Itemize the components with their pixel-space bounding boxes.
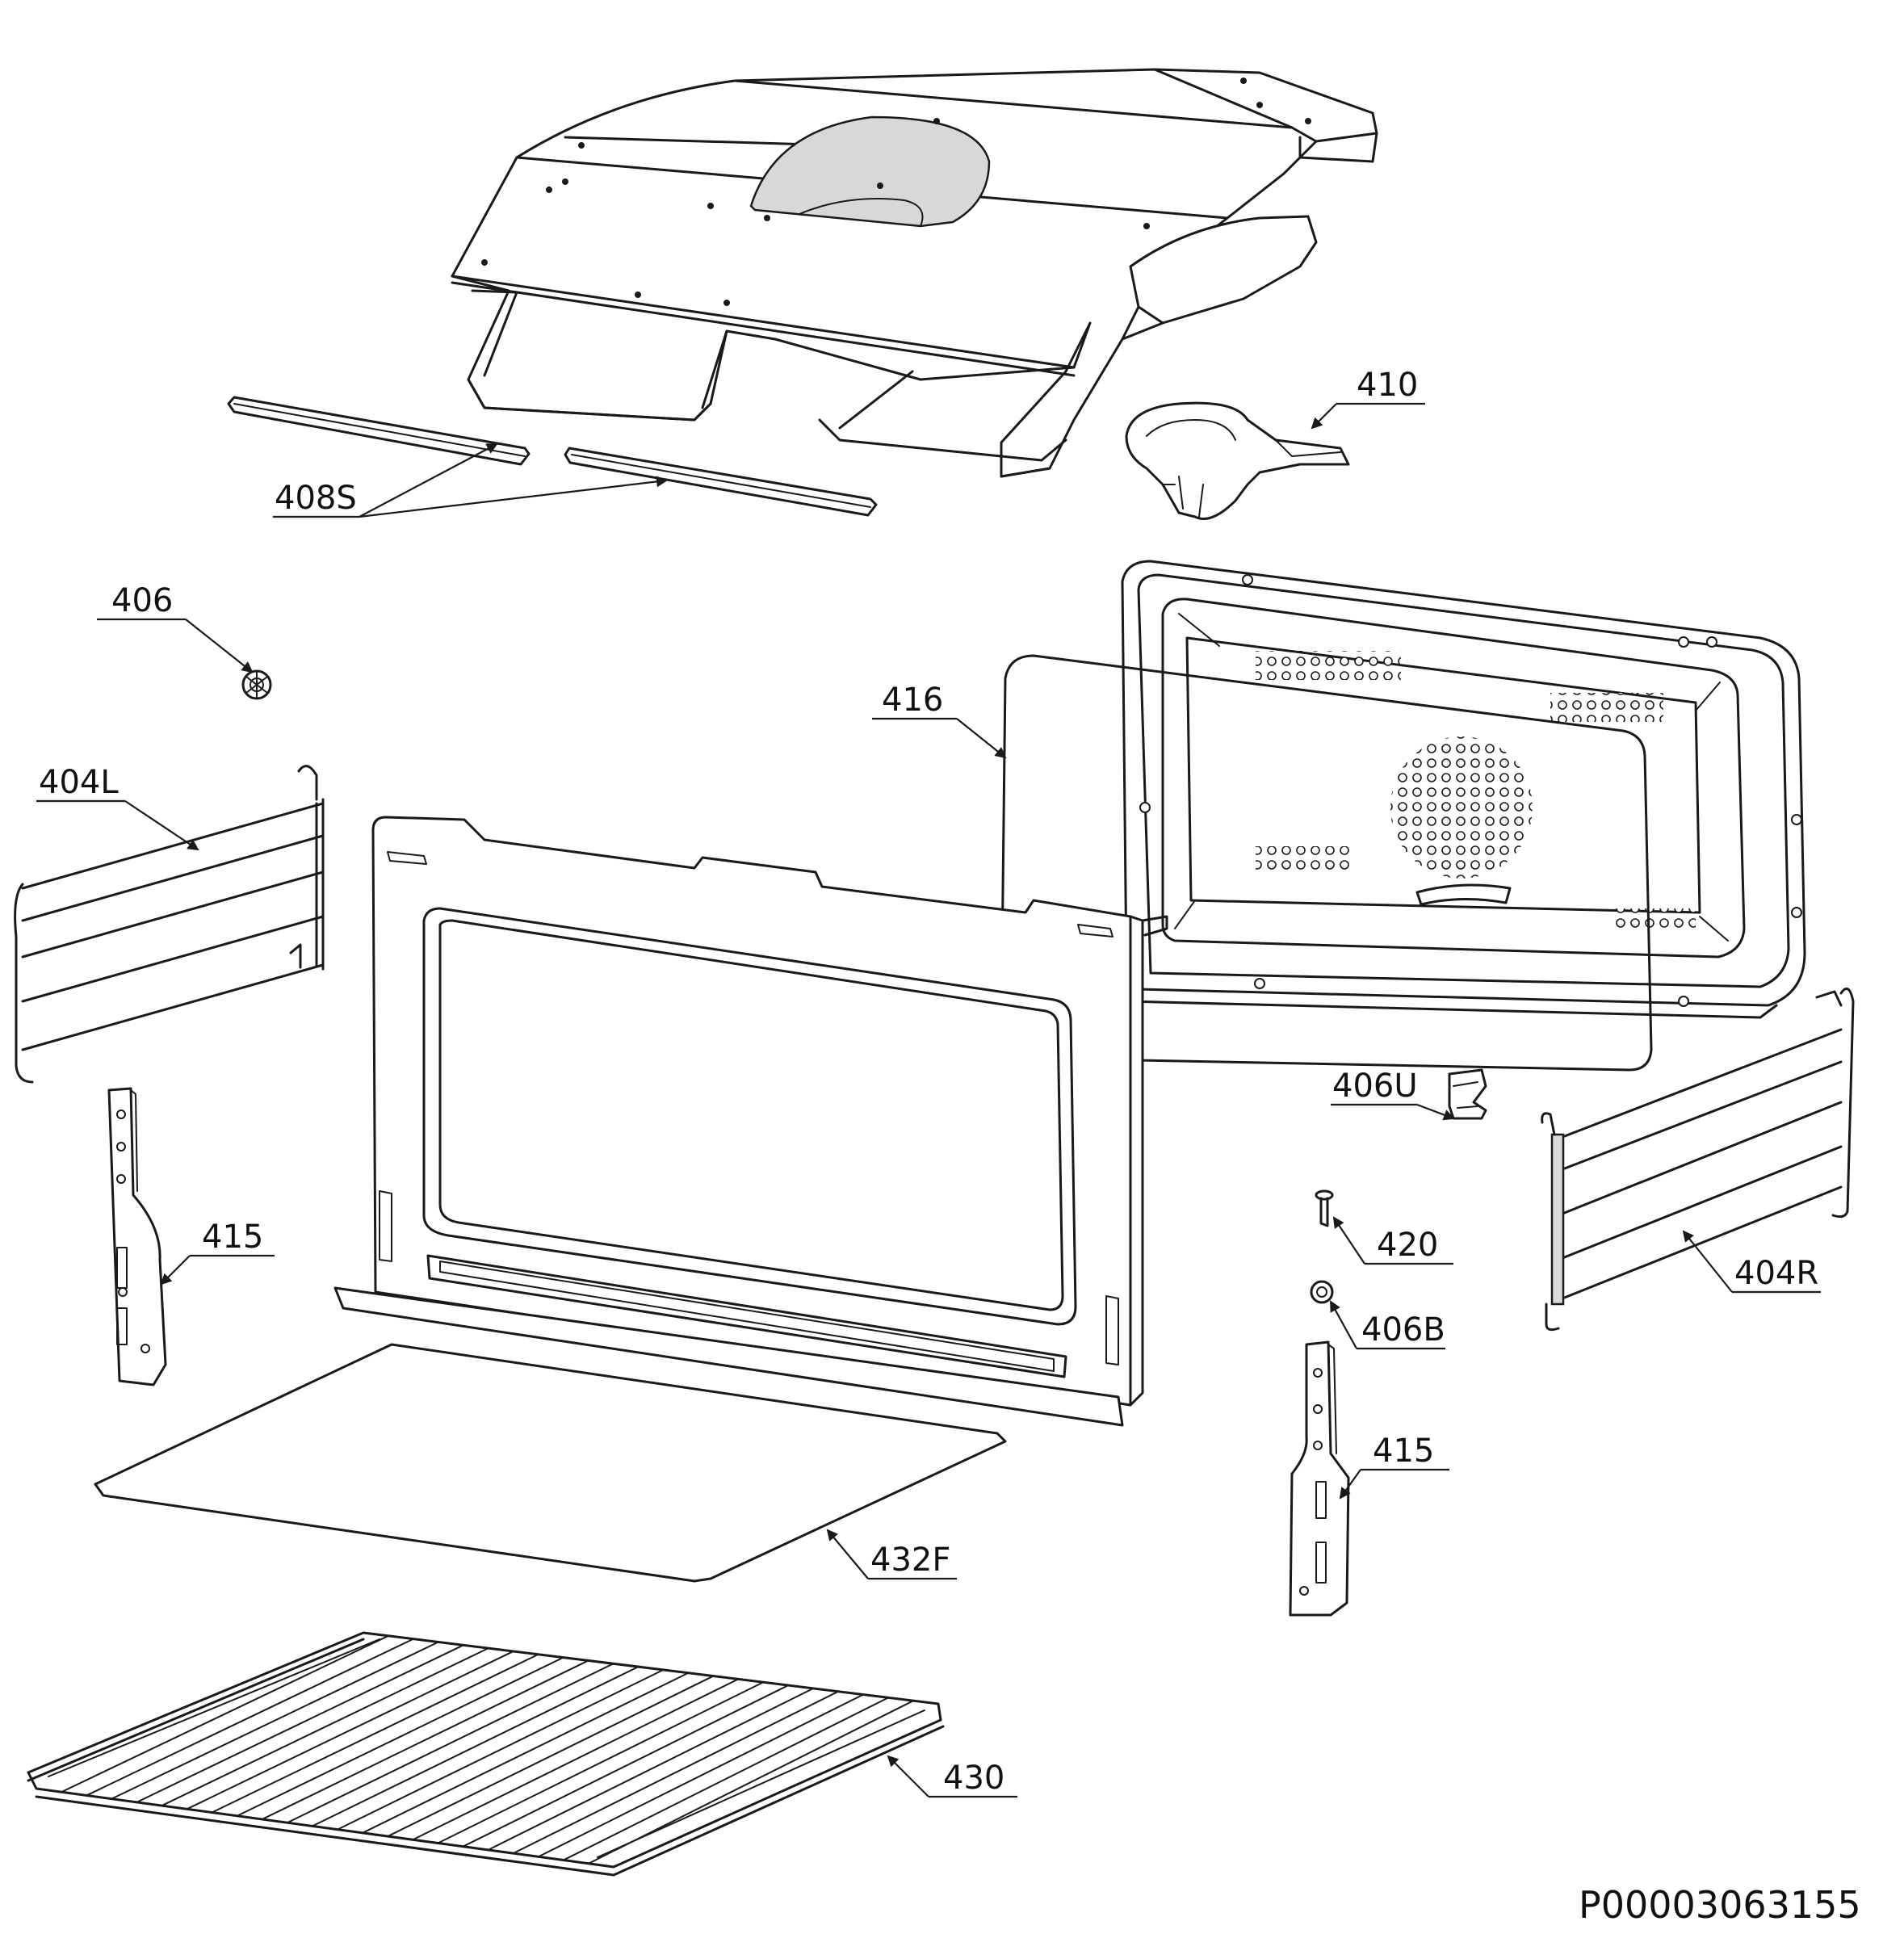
front-cavity-frame xyxy=(333,816,1168,1427)
part-406U-latch xyxy=(1448,1068,1487,1120)
shelf-wire xyxy=(437,1681,765,1844)
label-432F: 432F xyxy=(870,1542,950,1579)
callout-labels: 408S 410 406 416 404L 406U 415 420 404R … xyxy=(39,367,1861,1927)
label-415-right: 415 xyxy=(1373,1433,1434,1470)
shelf-wire xyxy=(186,1650,514,1810)
shelf-wire xyxy=(462,1684,790,1848)
shelf-wire xyxy=(412,1678,740,1841)
shelf-wire xyxy=(387,1675,715,1838)
part-404R-right-shelf-rack xyxy=(1541,987,1855,1332)
shelf-wire xyxy=(362,1672,690,1834)
part-408S-seal-strips xyxy=(227,396,878,517)
part-432F-bottom-panel xyxy=(94,1343,1007,1583)
part-404L-left-shelf-rack xyxy=(14,765,325,1084)
part-430-wire-shelf xyxy=(27,1631,945,1877)
shelf-wire xyxy=(337,1668,665,1831)
rear-cavity-wall xyxy=(1121,560,1806,1019)
leader-lines xyxy=(36,402,1821,1798)
label-406: 406 xyxy=(111,582,173,619)
shelf-wire xyxy=(537,1693,865,1858)
document-id: P00003063155 xyxy=(1579,1883,1861,1927)
shelf-wire xyxy=(286,1663,614,1824)
part-410-fan-duct xyxy=(1125,401,1350,520)
shelf-wire xyxy=(111,1641,439,1800)
part-415-right-side-bracket xyxy=(1289,1340,1350,1617)
label-410: 410 xyxy=(1357,367,1418,404)
label-404L: 404L xyxy=(39,764,119,801)
shelf-wire xyxy=(236,1656,564,1817)
shelf-wire xyxy=(211,1653,539,1814)
shelf-wire xyxy=(487,1687,815,1851)
shelf-wire xyxy=(61,1634,389,1793)
shelf-wire xyxy=(562,1697,890,1861)
label-404R: 404R xyxy=(1734,1255,1818,1292)
part-415-left-side-bracket xyxy=(107,1087,167,1386)
shelf-wire xyxy=(161,1647,489,1807)
shelf-wire xyxy=(512,1690,840,1855)
label-416: 416 xyxy=(882,682,943,719)
label-408S: 408S xyxy=(275,480,357,517)
shelf-wire xyxy=(136,1644,464,1803)
part-420-screw xyxy=(1315,1189,1334,1227)
label-406B: 406B xyxy=(1361,1311,1445,1349)
label-406U: 406U xyxy=(1332,1068,1418,1105)
label-415-left: 415 xyxy=(202,1219,263,1256)
part-406-lamp-nut xyxy=(241,669,272,700)
top-cover-assembly xyxy=(451,68,1378,478)
label-430: 430 xyxy=(943,1760,1004,1797)
shelf-wire xyxy=(261,1659,589,1820)
shelf-wire xyxy=(311,1666,640,1827)
part-406B-nut xyxy=(1310,1280,1334,1304)
label-420: 420 xyxy=(1377,1227,1438,1264)
shelf-wire xyxy=(86,1638,414,1797)
